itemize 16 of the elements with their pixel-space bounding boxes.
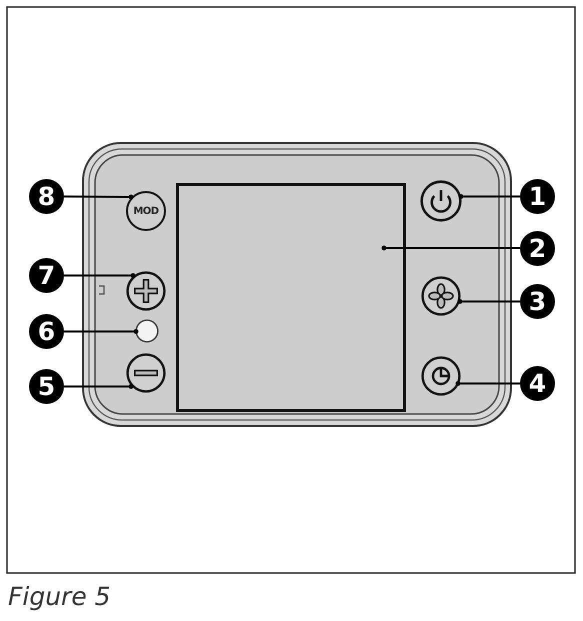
leader-line	[64, 194, 134, 200]
callout-number: 6	[29, 314, 64, 349]
callout-number: 8	[29, 179, 64, 214]
callout-number: 4	[520, 366, 555, 401]
callout-number: 2	[520, 230, 555, 266]
leader-line	[64, 329, 138, 334]
button-label: MOD	[133, 206, 159, 216]
callout-number: 1	[520, 179, 555, 214]
leader-line	[458, 299, 520, 304]
callout-number: 3	[520, 284, 555, 319]
callout-number: 7	[29, 258, 64, 293]
leader-line	[458, 194, 520, 199]
figure-caption: Figure 5	[8, 582, 111, 611]
leader-line	[382, 246, 520, 250]
callout-number: 5	[29, 369, 64, 404]
leader-line	[64, 273, 136, 278]
